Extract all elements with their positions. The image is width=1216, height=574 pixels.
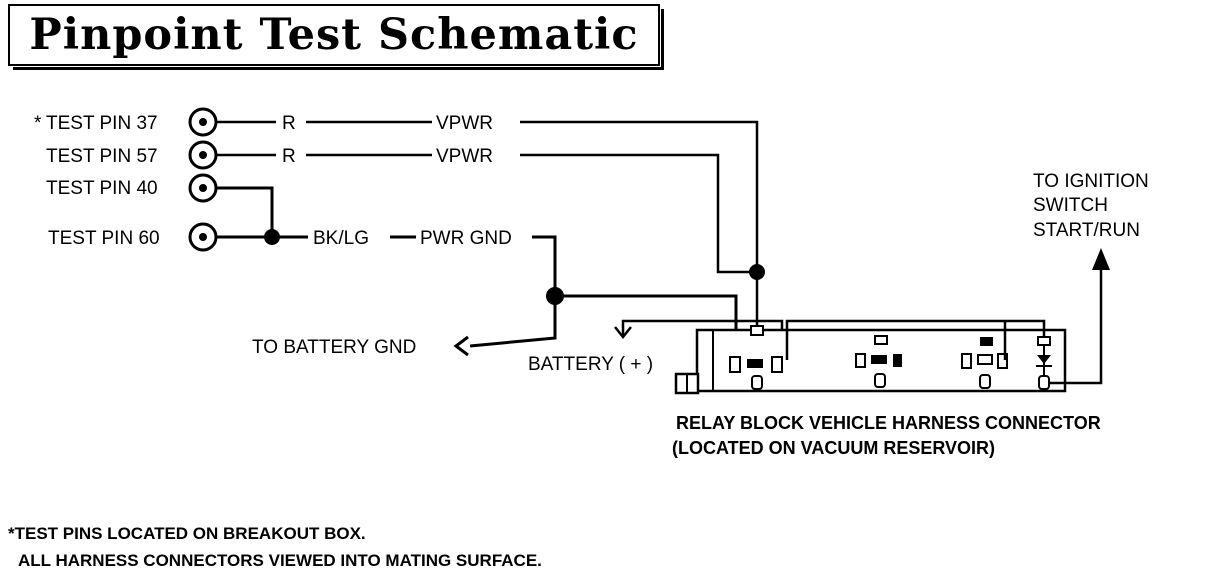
battery-positive-label: BATTERY ( + ) <box>528 354 653 375</box>
note-test-pins: *TEST PINS LOCATED ON BREAKOUT BOX. <box>8 524 366 543</box>
pin-57-jack <box>188 140 218 170</box>
ignition-arrow-icon <box>1092 248 1110 270</box>
note-harness-connectors: ALL HARNESS CONNECTORS VIEWED INTO MATIN… <box>18 551 542 570</box>
relay-block-connector <box>674 268 1103 395</box>
battery-gnd-label: TO BATTERY GND <box>252 337 416 358</box>
pin-57-wire-circuit: VPWR <box>436 146 493 167</box>
ground-splice-dot-2 <box>546 287 564 305</box>
pin-37-label: TEST PIN 37 <box>46 113 158 134</box>
ignition-label-line2: SWITCH <box>1033 195 1108 216</box>
wiring-diagram: * TEST PIN 37 TEST PIN 57 TEST PIN 40 TE… <box>34 107 1149 458</box>
vpwr-splice-dot <box>749 264 765 280</box>
pin-57-wire <box>216 153 757 274</box>
pin-37-wire-circuit: VPWR <box>436 113 493 134</box>
ground-wire <box>216 186 738 360</box>
ignition-label-line3: START/RUN <box>1033 220 1140 241</box>
pin-60-jack <box>188 222 218 252</box>
ground-wire-color: BK/LG <box>313 228 369 249</box>
pin-37-jack <box>188 107 218 137</box>
pin-60-label: TEST PIN 60 <box>48 228 160 249</box>
page-title: Pinpoint Test Schematic <box>29 10 639 60</box>
connector-caption-line2: (LOCATED ON VACUUM RESERVOIR) <box>672 438 995 458</box>
pin-37-wire-color: R <box>282 113 296 134</box>
ground-wire-circuit: PWR GND <box>420 228 512 249</box>
pin-40-label: TEST PIN 40 <box>46 178 158 199</box>
connector-caption-line1: RELAY BLOCK VEHICLE HARNESS CONNECTOR <box>676 413 1101 433</box>
battery-gnd-arrow-icon <box>453 335 469 357</box>
pin-37-wire <box>216 120 759 325</box>
ground-splice-dot-1 <box>264 229 280 245</box>
footer-notes: *TEST PINS LOCATED ON BREAKOUT BOX. ALL … <box>8 520 542 574</box>
ignition-label-line1: TO IGNITION <box>1033 171 1149 192</box>
pin-57-wire-color: R <box>282 146 296 167</box>
pin-37-marker: * <box>34 113 42 134</box>
pin-57-label: TEST PIN 57 <box>46 146 158 167</box>
pin-40-jack <box>188 173 218 203</box>
